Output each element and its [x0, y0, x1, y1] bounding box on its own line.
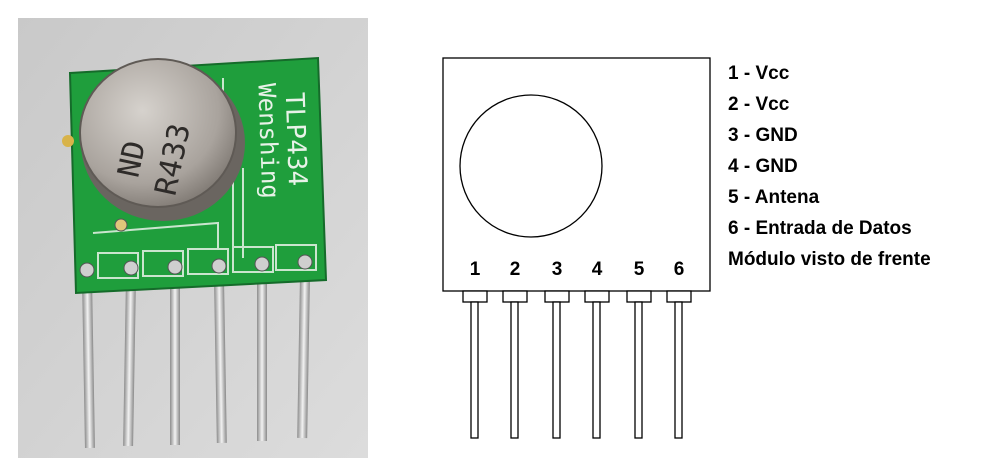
photo-pins	[82, 275, 310, 449]
legend-pin-6: 6 - Entrada de Datos	[728, 218, 912, 239]
pin-number-2: 2	[509, 259, 521, 280]
pin-number-1: 1	[469, 259, 481, 280]
legend-pin-1: 1 - Vcc	[728, 63, 790, 84]
module-outline	[442, 57, 711, 292]
legend-pin-4: 4 - GND	[728, 156, 798, 177]
board-label-maker: Wenshing	[252, 83, 284, 200]
pin-number-5: 5	[633, 259, 645, 280]
diagram-pins	[462, 290, 692, 439]
pin-legend: 1 - Vcc 2 - Vcc 3 - GND 4 - GND 5 - Ante…	[728, 62, 931, 279]
pin-number-6: 6	[673, 259, 685, 280]
pin-number-3: 3	[551, 259, 563, 280]
gold-pad	[62, 135, 74, 147]
can-outline	[459, 94, 603, 238]
photo-solder-pads	[79, 218, 313, 278]
metal-can	[79, 58, 237, 208]
legend-pin-3: 3 - GND	[728, 125, 798, 146]
pin-number-4: 4	[591, 259, 603, 280]
can-marking-line1: ND	[112, 138, 154, 181]
legend-pin-2: 2 - Vcc	[728, 94, 790, 115]
board-label-model: TLP434	[279, 92, 312, 187]
legend-pin-5: 5 - Antena	[728, 187, 820, 208]
view-note: Módulo visto de frente	[728, 249, 931, 270]
module-photo: ND R433 TLP434 Wenshing	[18, 18, 368, 458]
